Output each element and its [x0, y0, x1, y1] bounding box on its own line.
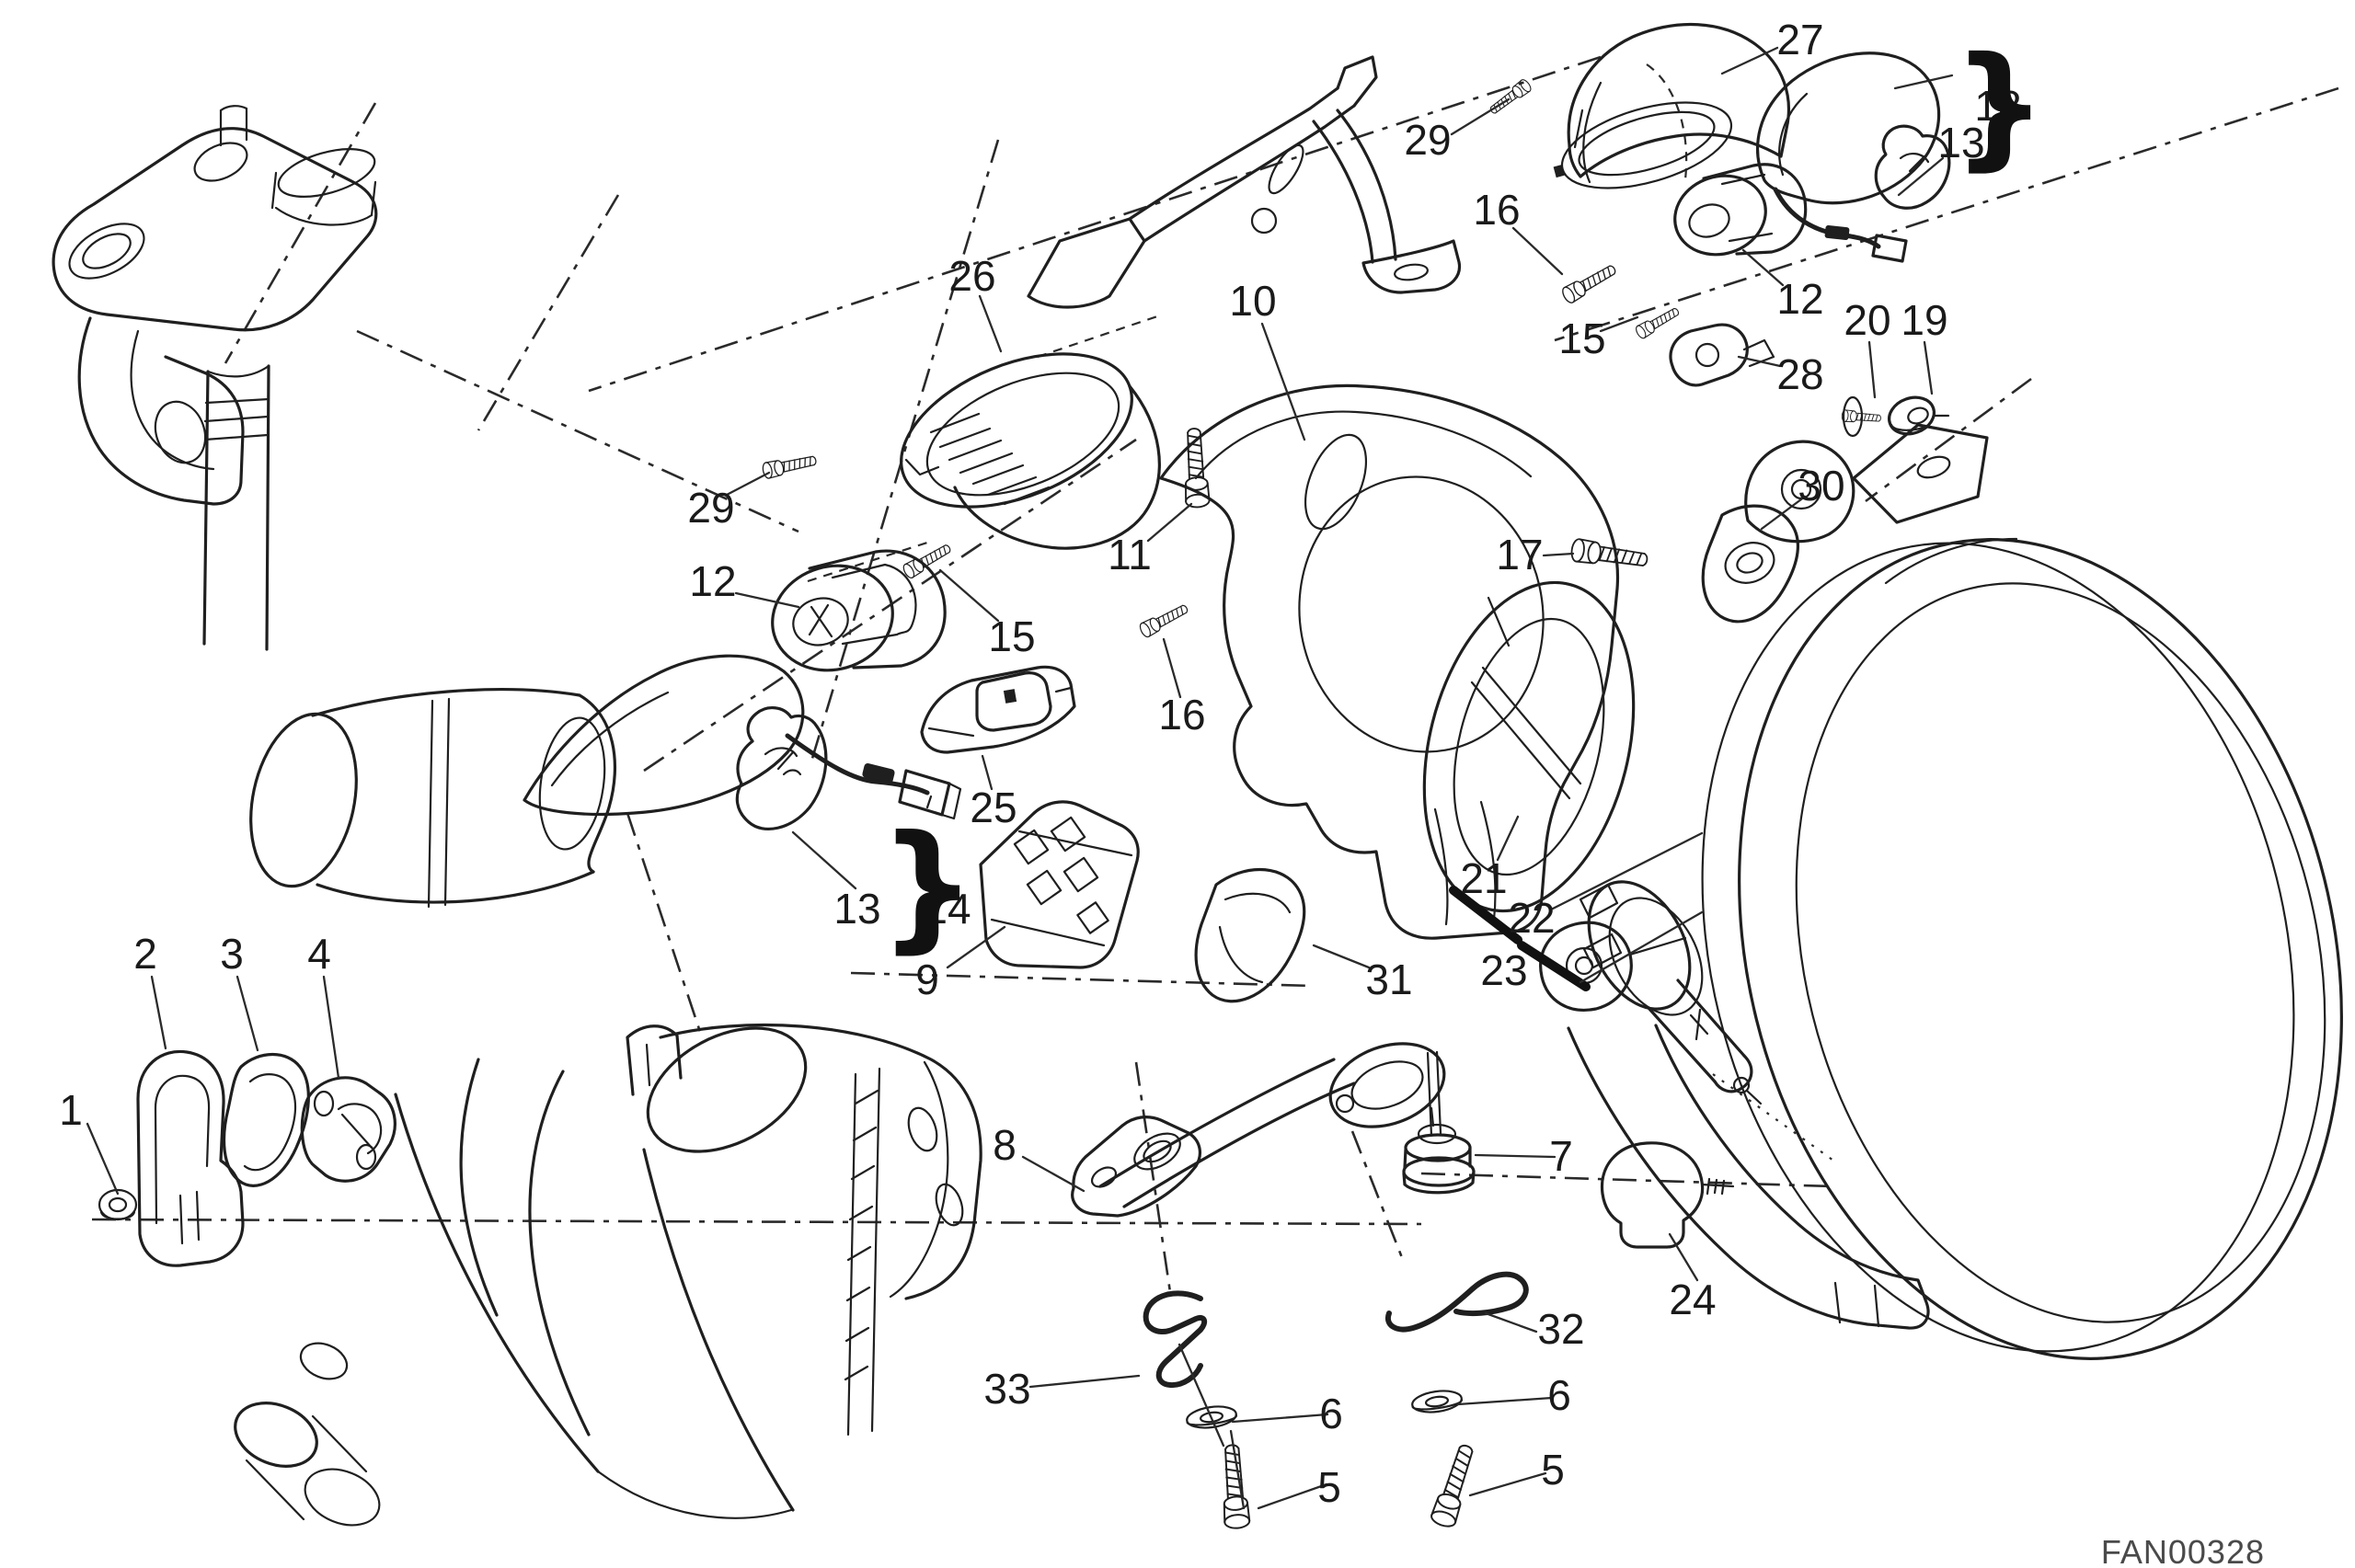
screw-29-top [1487, 77, 1534, 118]
screw-29-left [761, 452, 819, 480]
part-label-27: 27 [1776, 16, 1823, 63]
washer-1 [98, 1188, 138, 1221]
fork-tube [202, 364, 270, 651]
part-label-13: 13 [833, 885, 880, 933]
washer-6-right [1409, 1387, 1465, 1416]
holder-25 [920, 665, 1076, 754]
part-label-15: 15 [1558, 315, 1605, 362]
screw-5-right [1429, 1441, 1480, 1530]
rubber-mount-7 [1402, 1106, 1476, 1195]
grommet-12-right [1673, 163, 1808, 257]
part-label-20: 20 [1844, 296, 1890, 344]
rubber-wedge-31 [1194, 868, 1306, 1003]
part-label-5: 5 [1317, 1463, 1341, 1511]
part-label-12: 12 [689, 557, 736, 605]
headlight-bracket-10 [1159, 383, 1620, 940]
part-label-28: 28 [1776, 350, 1823, 398]
part-label-24: 24 [1669, 1276, 1716, 1323]
part-label-30: 30 [1798, 462, 1844, 509]
grommet-19 [1888, 395, 1950, 436]
part-label-16: 16 [1158, 691, 1205, 738]
headlight-unit [1539, 423, 2343, 1360]
turn-indicator-right-18 [1756, 52, 1941, 263]
stay-plate-8 [1071, 1116, 1202, 1218]
part-label-17: 17 [1496, 531, 1543, 578]
group-brace: } [1952, 29, 2047, 184]
part-label-22: 22 [1508, 894, 1555, 942]
part-label-11: 11 [1108, 531, 1152, 578]
part-label-6: 6 [1547, 1371, 1571, 1419]
part-label-31: 31 [1365, 956, 1412, 1003]
part-label-14: 14 [924, 885, 971, 933]
part-label-9: 9 [915, 956, 939, 1003]
part-label-8: 8 [993, 1121, 1017, 1169]
turn-indicator-left [523, 654, 962, 820]
spring-clip-32 [1384, 1271, 1529, 1333]
socket-4 [300, 1076, 396, 1183]
bulb-13-right [1874, 124, 1951, 210]
top-mount-bracket [1027, 55, 1462, 309]
part-label-12: 12 [1776, 275, 1823, 323]
part-label-29: 29 [1404, 116, 1451, 164]
group-brace: } [879, 807, 977, 967]
part-label-6: 6 [1319, 1390, 1343, 1437]
part-label-26: 26 [948, 252, 995, 300]
rubber-boot-26 [900, 352, 1161, 550]
centerlines [91, 55, 2339, 1293]
retaining-ring-21 [1422, 580, 1636, 913]
stay-arm [1098, 1042, 1446, 1208]
screw-15-top [1633, 303, 1683, 341]
upper-triple-clamp [52, 105, 378, 506]
part-label-15: 15 [988, 612, 1035, 660]
grommet-3 [222, 1053, 310, 1187]
screw-16-top [1559, 260, 1620, 305]
drawing-code: FAN00328 [2101, 1533, 2265, 1568]
bulb-22 [1579, 880, 1763, 1105]
part-label-10: 10 [1229, 277, 1276, 325]
part-label-3: 3 [220, 930, 244, 978]
leader-lines [86, 46, 1954, 1510]
bracket-28 [1669, 323, 1775, 387]
part-label-5: 5 [1541, 1446, 1565, 1494]
part-label-32: 32 [1537, 1305, 1584, 1353]
part-label-23: 23 [1480, 946, 1527, 994]
bulb-13-left [735, 706, 828, 830]
screw-16-left [1137, 601, 1191, 639]
part-label-18: 18 [1974, 82, 2021, 130]
grommet-12-left [771, 549, 947, 672]
screw-17 [1569, 537, 1649, 573]
screw-washer-20 [1841, 395, 1882, 438]
lower-yoke-and-steering-head [234, 688, 982, 1527]
damper-24 [1600, 1141, 1735, 1249]
part-label-16: 16 [1473, 186, 1520, 234]
part-label-25: 25 [970, 784, 1017, 831]
spring-clip-33 [1143, 1290, 1208, 1389]
part-label-19: 19 [1901, 296, 1947, 344]
part-label-1: 1 [59, 1086, 83, 1134]
part-label-4: 4 [307, 930, 331, 978]
cover-27 [1553, 22, 1790, 189]
part-label-29: 29 [687, 484, 734, 532]
part-label-21: 21 [1460, 854, 1507, 902]
part-label-33: 33 [983, 1365, 1030, 1413]
group-brackets-21-23 [1449, 886, 1591, 991]
part-label-7: 7 [1549, 1132, 1573, 1180]
part-label-2: 2 [133, 930, 157, 978]
connector-9 [979, 800, 1140, 969]
rubber-wedge-30 [1701, 504, 1800, 624]
part-label-13: 13 [1937, 119, 1984, 166]
